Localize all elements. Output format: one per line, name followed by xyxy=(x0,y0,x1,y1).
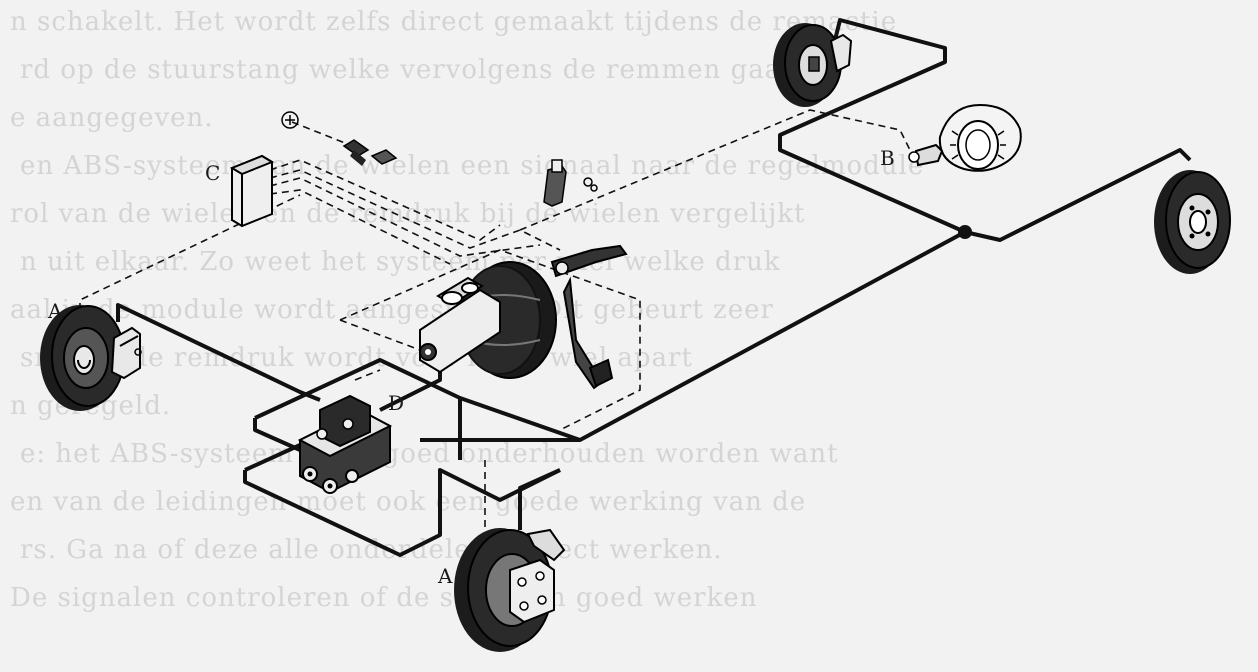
brake-pedal xyxy=(550,244,628,390)
brake-line-front-right xyxy=(518,468,561,530)
sensor-wire-plus xyxy=(291,121,351,146)
rear-right-brake-disc xyxy=(1154,170,1231,274)
brake-line-rear-right xyxy=(964,148,1192,242)
background-text-line: e aangegeven. xyxy=(10,103,214,133)
background-text-line: n uit elkaar. Zo weet het systeem per wi… xyxy=(20,247,781,277)
front-right-brake-disc xyxy=(454,528,566,652)
power-supply-icon xyxy=(281,111,299,129)
background-text-line: e: het ABS-systeem moet goed onderhouden… xyxy=(20,439,839,469)
rear-left-brake-disc xyxy=(773,23,853,107)
label-b-sensor: B xyxy=(880,146,895,170)
background-text-line: en ABS-systeem van de wielen een signaal… xyxy=(20,151,924,181)
background-text-line: aal in de module wordt aangestuurd. Dit … xyxy=(10,295,774,325)
brake-line-abs-loop-3 xyxy=(243,468,561,557)
sensor-wire-c-bundle-3 xyxy=(269,177,541,257)
abs-control-module xyxy=(229,154,275,228)
relay-connector xyxy=(342,139,398,166)
master-cylinder xyxy=(419,276,501,374)
label-d-hydraulic-unit: D xyxy=(388,391,404,415)
label-a-front-right: A xyxy=(437,564,453,588)
sensor-wire-rear xyxy=(519,109,911,231)
sensor-wires xyxy=(79,109,911,535)
brake-line-rear-top xyxy=(778,18,966,234)
brake-line-front-left xyxy=(116,303,321,402)
background-text-line: n schakelt. Het wordt zelfs direct gemaa… xyxy=(10,7,897,37)
background-text-line: rd op de stuurstang welke vervolgens de … xyxy=(20,55,799,85)
sensor-wire-d xyxy=(354,369,381,381)
sensor-wire-c-bundle-1 xyxy=(269,159,501,241)
background-text-line: De signalen controleren of de sensoren g… xyxy=(10,583,757,613)
sensor-wire-box-2 xyxy=(339,319,421,351)
brake-light-switch xyxy=(543,159,598,207)
sensor-wire-c-bundle-2 xyxy=(269,169,561,251)
sensor-wire-c-bundle-4 xyxy=(269,189,451,265)
brake-line-abs-loop-2 xyxy=(253,418,301,452)
brake-line-abs-loop-1 xyxy=(254,358,462,460)
wheel-speed-sensor xyxy=(908,143,944,167)
label-a-front-left: A xyxy=(47,299,63,323)
brake-line-junction xyxy=(958,225,972,239)
background-text: n schakelt. Het wordt zelfs direct gemaa… xyxy=(10,7,924,613)
background-text-line: rol van de wielen en de remdruk bij de w… xyxy=(10,199,806,229)
label-c-module: C xyxy=(205,161,220,185)
brake-lines xyxy=(116,18,1192,557)
abs-hydraulic-unit xyxy=(297,394,393,494)
background-text-line: en van de leidingen moet ook een goede w… xyxy=(10,487,806,517)
wheel-speed-sensor-ring xyxy=(938,103,1022,172)
front-left-brake-disc xyxy=(40,305,142,411)
